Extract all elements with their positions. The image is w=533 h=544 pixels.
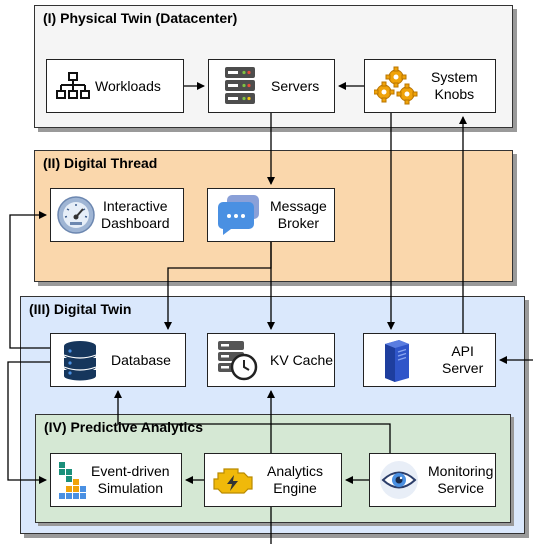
edge-database-dashboard — [9, 211, 50, 349]
predictive-analytics-title: (IV) Predictive Analytics — [44, 419, 203, 435]
hierarchy-icon — [51, 71, 95, 101]
api-server-node[interactable]: API Server — [363, 333, 496, 387]
analytics-engine-node[interactable]: Analytics Engine — [204, 453, 342, 507]
server-tower-icon — [374, 338, 418, 382]
servers-node[interactable]: Servers — [208, 59, 335, 113]
tetris-blocks-icon — [55, 460, 89, 500]
database-node[interactable]: Database — [50, 333, 186, 387]
digital-twin-title: (III) Digital Twin — [29, 301, 132, 317]
interactive-dashboard-label: Interactive Dashboard — [101, 198, 170, 231]
system-knobs-node[interactable]: System Knobs — [364, 59, 496, 113]
server-rack-icon — [215, 66, 265, 106]
gauge-icon — [53, 195, 99, 235]
database-label: Database — [111, 351, 171, 368]
edge-broker-database — [164, 242, 272, 330]
servers-label: Servers — [271, 77, 320, 94]
gears-icon — [371, 66, 421, 106]
digital-thread-title: (II) Digital Thread — [43, 155, 158, 171]
edge-monitoring-database — [114, 390, 391, 453]
edge-database-simulation — [7, 361, 50, 484]
message-broker-node[interactable]: Message Broker — [207, 188, 335, 242]
kv-cache-label: KV Cache — [270, 351, 334, 368]
physical-twin-title: (I) Physical Twin (Datacenter) — [43, 10, 238, 26]
cache-clock-icon — [212, 339, 262, 381]
workloads-label: Workloads — [95, 77, 161, 94]
event-driven-simulation-label: Event-driven Simulation — [91, 463, 170, 496]
engine-icon — [209, 463, 257, 497]
chat-bubble-icon — [212, 194, 264, 236]
api-server-label: API Server — [442, 343, 484, 376]
analytics-engine-label: Analytics Engine — [267, 463, 324, 496]
interactive-dashboard-node[interactable]: Interactive Dashboard — [50, 188, 184, 242]
kv-cache-node[interactable]: KV Cache — [207, 333, 335, 387]
workloads-node[interactable]: Workloads — [46, 59, 184, 113]
message-broker-label: Message Broker — [270, 198, 327, 231]
system-knobs-label: System Knobs — [431, 69, 478, 102]
database-icon — [55, 339, 105, 381]
event-driven-simulation-node[interactable]: Event-driven Simulation — [50, 453, 182, 507]
eye-icon — [376, 459, 422, 501]
monitoring-service-label: Monitoring Service — [428, 463, 494, 496]
monitoring-service-node[interactable]: Monitoring Service — [369, 453, 496, 507]
